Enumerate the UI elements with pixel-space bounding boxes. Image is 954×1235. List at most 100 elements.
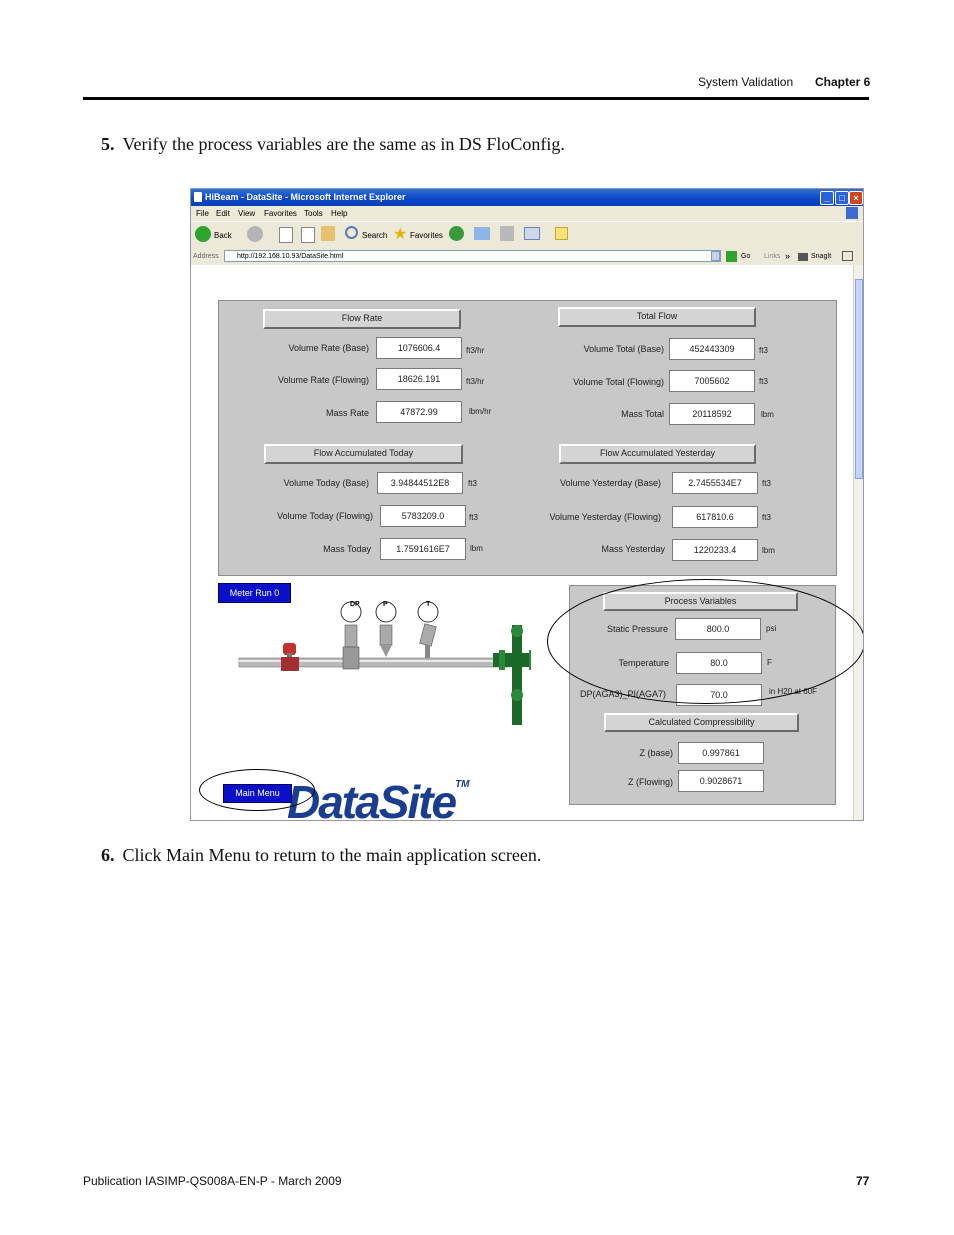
- volume-total-flowing-value: 7005602: [669, 370, 755, 392]
- go-button[interactable]: Go: [741, 253, 751, 260]
- mass-total-value: 20118592: [669, 403, 755, 425]
- edit-icon[interactable]: [524, 227, 540, 240]
- stop-icon[interactable]: [279, 227, 293, 243]
- volume-total-base-label: Volume Total (Base): [583, 344, 664, 354]
- page-number: 77: [856, 1174, 870, 1188]
- volume-rate-base-label: Volume Rate (Base): [288, 343, 369, 353]
- window-titlebar: HiBeam - DataSite - Microsoft Internet E…: [191, 189, 863, 206]
- temperature-transmitter-icon: [417, 601, 439, 658]
- volume-today-base-label: Volume Today (Base): [283, 478, 369, 488]
- favorites-star-icon[interactable]: ★: [393, 226, 408, 243]
- meter-run-diagram: [238, 601, 531, 725]
- favorites-label[interactable]: Favorites: [410, 231, 443, 240]
- process-variables-callout: [547, 579, 863, 704]
- step-text: Click Main Menu to return to the main ap…: [122, 845, 542, 865]
- dp-tag: DP: [350, 601, 360, 608]
- menu-favorites[interactable]: Favorites: [264, 209, 297, 218]
- scrollbar-thumb[interactable]: [855, 279, 863, 479]
- datasite-page: Flow Rate Volume Rate (Base) 1076606.4 f…: [191, 265, 863, 821]
- notes-icon[interactable]: [555, 227, 568, 240]
- search-icon[interactable]: [345, 226, 358, 239]
- logo-text: DataSite: [287, 776, 457, 821]
- vertical-scrollbar[interactable]: [853, 265, 863, 820]
- snagit-window-icon[interactable]: [842, 251, 853, 261]
- back-label[interactable]: Back: [214, 231, 232, 240]
- header-section: System Validation: [698, 75, 794, 89]
- volume-today-flowing-label: Volume Today (Flowing): [277, 511, 373, 521]
- meter-run-button[interactable]: Meter Run 0: [218, 583, 291, 603]
- volume-today-base-value: 3.94844512E8: [377, 472, 463, 494]
- volume-yesterday-base-value: 2.7455534E7: [672, 472, 758, 494]
- header-chapter: Chapter 6: [815, 75, 871, 89]
- refresh-icon[interactable]: [301, 227, 315, 243]
- address-dropdown-icon[interactable]: [711, 251, 720, 261]
- volume-rate-base-value: 1076606.4: [376, 337, 462, 359]
- address-input[interactable]: http://192.168.10.93/DataSite.html: [224, 250, 721, 262]
- windows-logo-icon: [846, 207, 858, 219]
- back-icon[interactable]: [195, 226, 211, 242]
- p-tag: P: [383, 601, 388, 608]
- media-icon[interactable]: [449, 226, 464, 241]
- menu-bar: File Edit View Favorites Tools Help: [191, 206, 863, 221]
- menu-file[interactable]: File: [196, 209, 209, 218]
- mass-today-label: Mass Today: [323, 544, 371, 554]
- menu-help[interactable]: Help: [331, 209, 348, 218]
- print-icon[interactable]: [500, 226, 514, 241]
- links-label[interactable]: Links: [764, 253, 781, 260]
- logo-tm: TM: [455, 779, 470, 790]
- mass-total-unit: lbm: [761, 410, 774, 419]
- search-label[interactable]: Search: [362, 231, 388, 240]
- go-arrow-icon[interactable]: [726, 251, 737, 262]
- volume-yesterday-base-label: Volume Yesterday (Base): [559, 478, 661, 488]
- mass-rate-unit: lbm/hr: [469, 407, 492, 416]
- mass-today-unit: lbm: [470, 544, 483, 553]
- address-label: Address: [193, 253, 219, 260]
- browser-screenshot: HiBeam - DataSite - Microsoft Internet E…: [190, 188, 864, 821]
- mass-yesterday-value: 1220233.4: [672, 539, 758, 561]
- flow-today-header[interactable]: Flow Accumulated Today: [264, 444, 463, 464]
- minimize-icon[interactable]: _: [820, 191, 834, 205]
- compressibility-header[interactable]: Calculated Compressibility: [604, 713, 799, 732]
- mass-yesterday-unit: lbm: [762, 546, 775, 555]
- volume-rate-flowing-value: 18626.191: [376, 368, 462, 390]
- volume-rate-flowing-label: Volume Rate (Flowing): [277, 375, 369, 385]
- forward-icon[interactable]: [247, 226, 263, 242]
- volume-total-base-unit: ft3: [759, 346, 768, 355]
- ie-icon: [194, 192, 202, 202]
- step-number: 5.: [101, 134, 115, 154]
- window-title: HiBeam - DataSite - Microsoft Internet E…: [205, 192, 406, 202]
- t-tag: T: [426, 601, 431, 608]
- volume-total-flowing-unit: ft3: [759, 377, 768, 386]
- flow-rate-header[interactable]: Flow Rate: [263, 309, 461, 329]
- z-flowing-value: 0.9028671: [678, 770, 764, 792]
- chevron-icon[interactable]: »: [785, 251, 791, 261]
- home-icon[interactable]: [321, 226, 335, 241]
- datasite-logo: DataSiteTM: [287, 775, 470, 821]
- total-flow-header[interactable]: Total Flow: [558, 307, 756, 327]
- volume-rate-base-unit: ft3/hr: [466, 346, 485, 355]
- mail-icon[interactable]: [474, 227, 490, 240]
- snagit-icon[interactable]: [798, 253, 808, 261]
- flow-yesterday-header[interactable]: Flow Accumulated Yesterday: [559, 444, 756, 464]
- dp-transmitter-icon: [340, 601, 362, 670]
- flow-panel: Flow Rate Volume Rate (Base) 1076606.4 f…: [218, 300, 837, 576]
- close-icon[interactable]: ×: [849, 191, 863, 205]
- wellhead-icon: [493, 625, 531, 725]
- maximize-icon[interactable]: □: [835, 191, 849, 205]
- header-rule: [83, 97, 869, 100]
- step-6: 6. Click Main Menu to return to the main …: [101, 845, 541, 866]
- step-number: 6.: [101, 845, 115, 865]
- step-text: Verify the process variables are the sam…: [122, 134, 565, 154]
- main-menu-callout: [199, 769, 315, 811]
- volume-yesterday-flowing-unit: ft3: [762, 513, 771, 522]
- z-flowing-label: Z (Flowing): [627, 777, 673, 787]
- mass-total-label: Mass Total: [621, 409, 664, 419]
- menu-tools[interactable]: Tools: [304, 209, 323, 218]
- volume-rate-flowing-unit: ft3/hr: [466, 377, 485, 386]
- menu-view[interactable]: View: [238, 209, 256, 218]
- snagit-label[interactable]: SnagIt: [811, 253, 832, 260]
- volume-yesterday-flowing-value: 617810.6: [672, 506, 758, 528]
- volume-total-flowing-label: Volume Total (Flowing): [573, 377, 664, 387]
- menu-edit[interactable]: Edit: [216, 209, 230, 218]
- mass-yesterday-label: Mass Yesterday: [601, 544, 665, 554]
